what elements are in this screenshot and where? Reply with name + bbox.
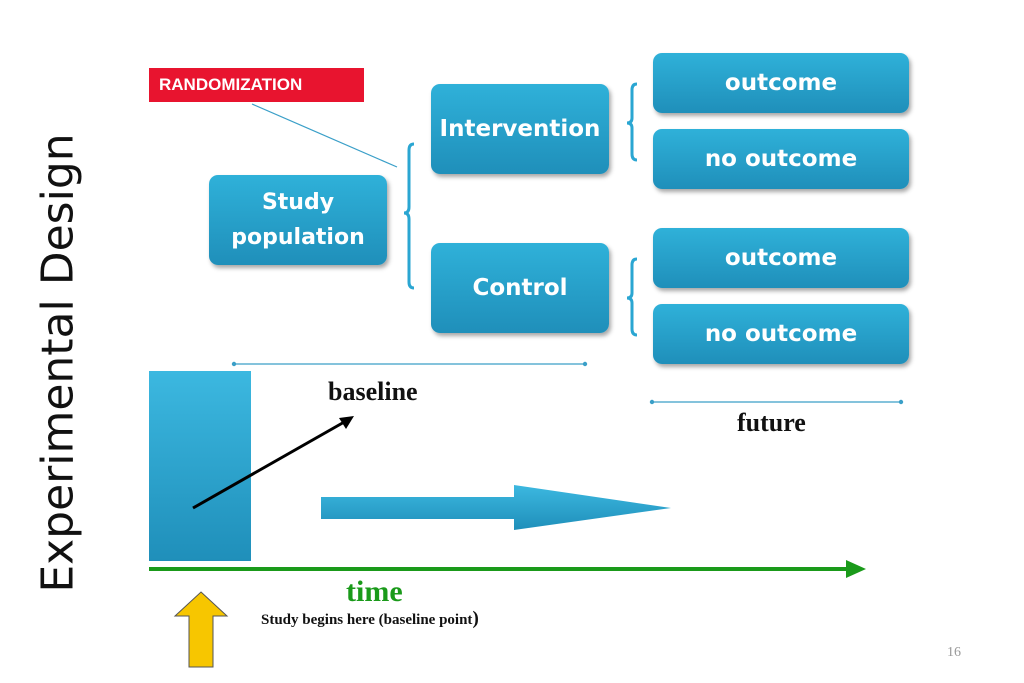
outcome-label: outcome (724, 245, 838, 271)
control-label: Control (472, 275, 568, 301)
slide-title: Experimental Design (22, 132, 94, 594)
study-begins-paren: ) (472, 608, 479, 629)
study-population-label: Study population (231, 190, 365, 250)
control-box: Control (431, 243, 609, 333)
intervention-brace (626, 82, 638, 162)
study-begins-note: Study begins here (baseline point) (261, 608, 479, 630)
baseline-block (149, 371, 251, 561)
randomization-label: RANDOMIZATION (149, 68, 364, 102)
control-brace (626, 257, 638, 337)
no-outcome-label: no outcome (704, 146, 858, 172)
intervention-label: Intervention (439, 116, 601, 142)
control-outcome-box: outcome (653, 228, 909, 288)
intervention-outcome-box: outcome (653, 53, 909, 113)
intervention-box: Intervention (431, 84, 609, 174)
control-no-outcome-box: no outcome (653, 304, 909, 364)
baseline-pointer (192, 419, 347, 510)
page-number: 16 (947, 645, 961, 660)
randomization-pointer (251, 103, 398, 168)
start-arrow (173, 591, 229, 668)
progress-arrow (321, 485, 671, 530)
baseline-label: baseline (328, 377, 418, 406)
study-population-box: Study population (209, 175, 387, 265)
future-label: future (737, 408, 806, 437)
outcome-label: outcome (724, 70, 838, 96)
intervention-no-outcome-box: no outcome (653, 129, 909, 189)
study-begins-text: Study begins here (baseline point (261, 612, 473, 628)
no-outcome-label: no outcome (704, 321, 858, 347)
slide-title-text: Experimental Design (32, 133, 84, 593)
time-label: time (346, 575, 403, 608)
randomization-brace (403, 142, 415, 290)
